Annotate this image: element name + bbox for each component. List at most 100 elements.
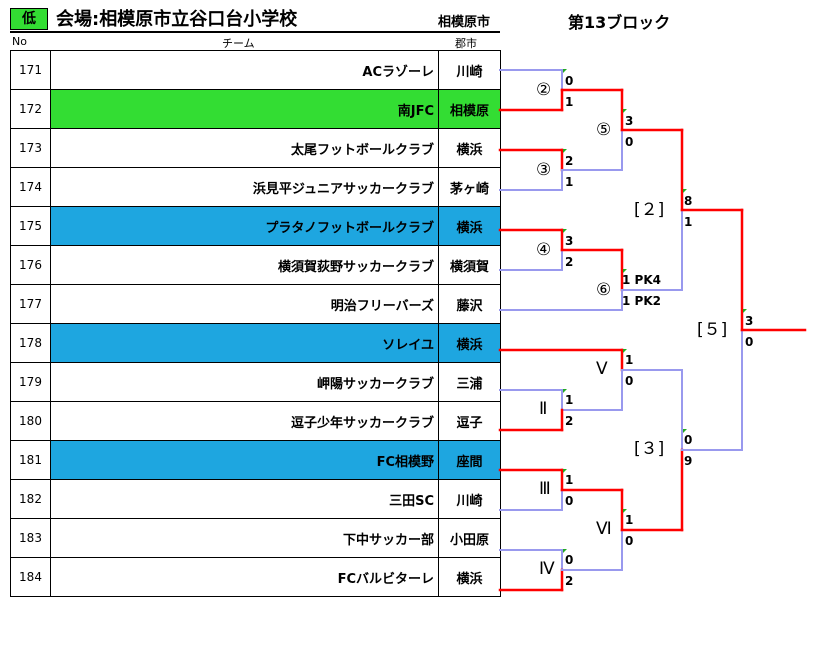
column-team: チーム	[222, 37, 255, 50]
match-IV-label: Ⅳ	[539, 559, 555, 579]
team-name: 岬陽サッカークラブ	[50, 362, 439, 402]
team-city: 相模原	[438, 89, 501, 129]
team-city: 座間	[438, 440, 501, 480]
team-no: 171	[10, 50, 51, 90]
match-marker	[623, 109, 627, 113]
match-marker	[563, 69, 567, 73]
score: 1	[625, 513, 634, 527]
score: 1	[565, 95, 574, 109]
team-no: 177	[10, 284, 51, 324]
score: 3	[745, 314, 754, 328]
column-city: 郡市	[455, 37, 477, 50]
team-city: 小田原	[438, 518, 501, 558]
score: 0	[565, 553, 574, 567]
match-marker	[563, 229, 567, 233]
score: 8	[684, 194, 693, 208]
team-name: 横須賀荻野サッカークラブ	[50, 245, 439, 285]
team-city: 横浜	[438, 128, 501, 168]
team-name: 下中サッカー部	[50, 518, 439, 558]
score: 0	[565, 74, 574, 88]
score: 2	[565, 574, 574, 588]
score: 0	[565, 494, 574, 508]
team-name: 太尾フットボールクラブ	[50, 128, 439, 168]
score: 3	[565, 234, 574, 248]
match-5-label: ⑤	[596, 120, 612, 140]
team-name: FCバルビターレ	[50, 557, 439, 597]
match-2-label: ②	[536, 80, 552, 100]
team-name: 逗子少年サッカークラブ	[50, 401, 439, 441]
match-VI-label: Ⅵ	[596, 519, 612, 539]
score: 9	[684, 454, 693, 468]
match-marker	[683, 429, 687, 433]
host-city: 相模原市	[438, 15, 491, 30]
team-city: 逗子	[438, 401, 501, 441]
team-name: 浜見平ジュニアサッカークラブ	[50, 167, 439, 207]
match-II-label: Ⅱ	[539, 399, 548, 419]
match-marker	[623, 349, 627, 353]
match-V-label: Ⅴ	[596, 359, 608, 379]
score: 2	[565, 255, 574, 269]
team-no: 173	[10, 128, 51, 168]
score: 0	[745, 335, 754, 349]
match-marker	[743, 309, 747, 313]
match-III-label: Ⅲ	[539, 479, 551, 499]
score: 0	[684, 433, 693, 447]
team-name: 三田SC	[50, 479, 439, 519]
score: 1 PK4	[622, 273, 661, 287]
match-marker	[563, 469, 567, 473]
venue-title: 会場:相模原市立谷口台小学校	[56, 9, 298, 30]
match-marker	[623, 509, 627, 513]
team-city: 茅ヶ崎	[438, 167, 501, 207]
team-city: 横浜	[438, 557, 501, 597]
score: 2	[565, 414, 574, 428]
round-2-label: [２]	[634, 200, 665, 220]
match-6-label: ⑥	[596, 280, 612, 300]
team-no: 178	[10, 323, 51, 363]
team-city: 横浜	[438, 206, 501, 246]
match-marker	[563, 549, 567, 553]
match-marker	[683, 189, 687, 193]
score: 3	[625, 114, 634, 128]
match-marker	[563, 389, 567, 393]
team-no: 175	[10, 206, 51, 246]
team-city: 横浜	[438, 323, 501, 363]
team-no: 176	[10, 245, 51, 285]
team-city: 川崎	[438, 50, 501, 90]
score: 0	[625, 534, 634, 548]
score: 2	[565, 154, 574, 168]
score: 1	[565, 393, 574, 407]
match-4-label: ④	[536, 240, 552, 260]
round-5-label: [５]	[697, 320, 728, 340]
team-name: 南JFC	[50, 89, 439, 129]
score: 0	[625, 374, 634, 388]
score: 1	[565, 473, 574, 487]
block-title: 第13ブロック	[568, 13, 671, 32]
score: 1	[565, 175, 574, 189]
column-no: No	[12, 35, 27, 48]
team-no: 174	[10, 167, 51, 207]
header-rule	[10, 31, 500, 33]
match-3-label: ③	[536, 160, 552, 180]
team-name: FC相模野	[50, 440, 439, 480]
score: 1	[684, 215, 693, 229]
category-badge: 低	[10, 8, 48, 30]
score: 0	[625, 135, 634, 149]
team-city: 横須賀	[438, 245, 501, 285]
team-name: ソレイユ	[50, 323, 439, 363]
round-3-label: [３]	[634, 439, 665, 459]
